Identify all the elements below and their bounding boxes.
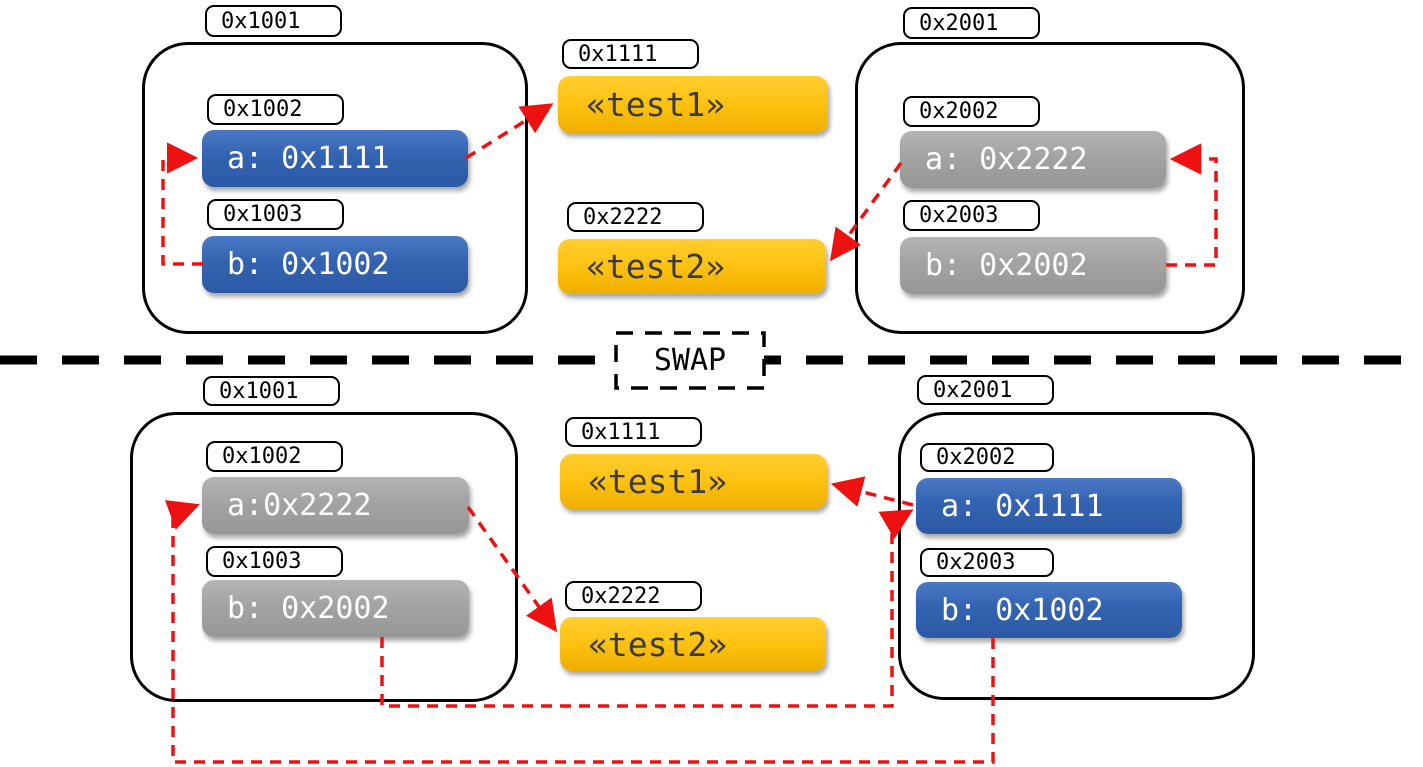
address-tag: 0x1001: [203, 376, 340, 406]
address-tag: 0x2001: [917, 375, 1054, 405]
variable-slot-a: a: 0x2222: [900, 131, 1166, 188]
address-tag: 0x2002: [903, 96, 1040, 127]
string-object-test2: «test2»: [558, 239, 826, 294]
variable-slot-a: a:0x2222: [202, 477, 469, 534]
variable-slot-a: a: 0x1111: [916, 478, 1182, 534]
address-tag: 0x1002: [206, 441, 343, 472]
address-tag: 0x1003: [207, 199, 344, 230]
variable-slot-b: b: 0x2002: [900, 237, 1166, 294]
variable-slot-b: b: 0x2002: [202, 580, 469, 637]
address-tag: 0x2002: [920, 443, 1054, 472]
address-tag: 0x2003: [903, 200, 1040, 231]
address-tag: 0x2001: [903, 7, 1040, 39]
address-tag: 0x1111: [565, 417, 702, 447]
variable-slot-b: b: 0x1002: [202, 236, 468, 293]
address-tag: 0x1002: [207, 94, 344, 125]
address-tag: 0x1111: [562, 39, 699, 69]
address-tag: 0x2222: [565, 581, 702, 611]
string-object-test2: «test2»: [560, 617, 826, 671]
address-tag: 0x2222: [567, 202, 704, 232]
string-object-test1: «test1»: [560, 454, 827, 509]
string-object-test1: «test1»: [558, 76, 828, 133]
variable-slot-a: a: 0x1111: [202, 130, 468, 187]
address-tag: 0x2003: [920, 548, 1054, 577]
address-tag: 0x1003: [206, 546, 343, 577]
address-tag: 0x1001: [205, 5, 342, 37]
swap-label: SWAP: [653, 343, 727, 378]
variable-slot-b: b: 0x1002: [916, 582, 1182, 638]
